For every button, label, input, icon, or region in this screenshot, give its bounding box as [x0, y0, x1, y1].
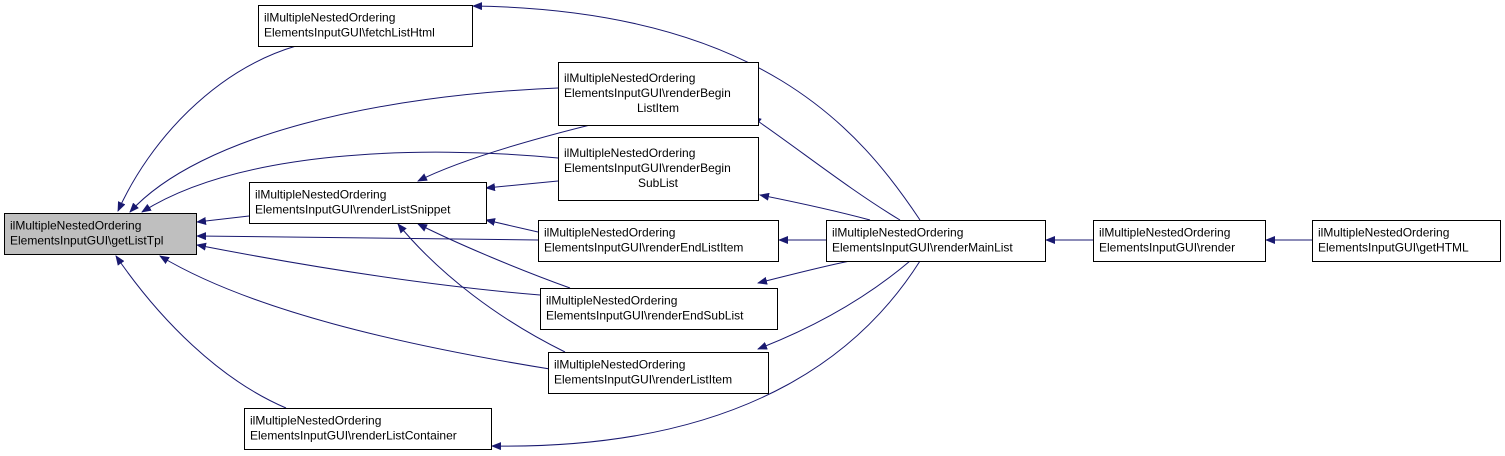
node-label-line: ilMultipleNestedOrdering	[564, 71, 695, 85]
edge-renderBeginSubList-to-renderListSnippet	[485, 180, 559, 192]
node-label-line: ElementsInputGUI\renderEndListItem	[544, 241, 743, 255]
node-label-line: ilMultipleNestedOrdering	[250, 414, 381, 428]
node-getHTML[interactable]: ilMultipleNestedOrderingElementsInputGUI…	[1312, 220, 1501, 262]
node-box	[1093, 220, 1266, 262]
node-label-line: ilMultipleNestedOrdering	[832, 226, 963, 240]
node-renderBeginListItem[interactable]: ilMultipleNestedOrderingElementsInputGUI…	[558, 62, 759, 126]
edge-renderListItem-to-renderListSnippet	[397, 223, 566, 353]
node-box	[548, 352, 769, 394]
edge-renderMainList-to-renderListContainer	[491, 260, 921, 451]
node-getListTpl[interactable]: ilMultipleNestedOrderingElementsInputGUI…	[4, 213, 197, 255]
node-fetchListHtml[interactable]: ilMultipleNestedOrderingElementsInputGUI…	[258, 5, 473, 47]
node-label-line: ElementsInputGUI\renderListContainer	[250, 429, 457, 443]
node-box	[1312, 220, 1501, 262]
node-box	[249, 182, 487, 224]
edge-renderEndListItem-to-getListTpl	[196, 232, 539, 241]
node-label-line: ilMultipleNestedOrdering	[1318, 226, 1449, 240]
node-label-line: ilMultipleNestedOrdering	[554, 358, 685, 372]
edge-renderEndSubList-to-getListTpl	[196, 242, 541, 296]
node-box	[558, 137, 759, 201]
edge-renderBeginListItem-to-renderListSnippet	[417, 124, 591, 182]
node-label-line: SubList	[638, 176, 679, 190]
edge-renderListSnippet-to-getListTpl	[196, 215, 250, 225]
node-label-line: ilMultipleNestedOrdering	[546, 294, 677, 308]
node-label-line: ElementsInputGUI\renderListSnippet	[255, 203, 451, 217]
node-label-line: ilMultipleNestedOrdering	[1099, 226, 1230, 240]
node-label-line: ElementsInputGUI\renderEndSubList	[546, 309, 744, 323]
node-renderEndSubList[interactable]: ilMultipleNestedOrderingElementsInputGUI…	[540, 288, 778, 330]
edge-renderMainList-to-renderBeginListItem	[751, 116, 901, 221]
nodes-layer: ilMultipleNestedOrderingElementsInputGUI…	[4, 5, 1501, 450]
node-label-line: ilMultipleNestedOrdering	[564, 146, 695, 160]
edge-renderEndListItem-to-renderListSnippet	[485, 218, 539, 233]
edge-renderMainList-to-renderEndSubList	[757, 260, 851, 285]
edge-renderMainList-to-fetchListHtml	[472, 2, 921, 221]
node-box	[244, 408, 492, 450]
node-label-line: ElementsInputGUI\getHTML	[1318, 241, 1469, 255]
edge-renderBeginListItem-to-getListTpl	[129, 87, 559, 213]
node-label-line: ElementsInputGUI\renderBegin	[564, 86, 731, 100]
node-renderListSnippet[interactable]: ilMultipleNestedOrderingElementsInputGUI…	[249, 182, 487, 224]
node-label-line: ElementsInputGUI\getListTpl	[10, 234, 163, 248]
node-renderEndListItem[interactable]: ilMultipleNestedOrderingElementsInputGUI…	[538, 220, 779, 262]
node-box	[826, 220, 1046, 262]
edge-renderBeginSubList-to-getListTpl	[141, 151, 559, 213]
node-box	[258, 5, 473, 47]
node-box	[558, 62, 759, 126]
node-label-line: ElementsInputGUI\fetchListHtml	[264, 26, 435, 40]
node-renderMainList[interactable]: ilMultipleNestedOrderingElementsInputGUI…	[826, 220, 1046, 262]
node-box	[4, 213, 197, 255]
edge-renderListItem-to-getListTpl	[159, 255, 557, 371]
node-label-line: ilMultipleNestedOrdering	[544, 226, 675, 240]
edge-fetchListHtml-to-getListTpl	[117, 45, 297, 212]
node-label-line: ElementsInputGUI\renderListItem	[554, 373, 732, 387]
edge-renderEndSubList-to-renderListSnippet	[417, 223, 571, 289]
node-label-line: ElementsInputGUI\renderMainList	[832, 241, 1013, 255]
node-box	[540, 288, 778, 330]
node-renderListContainer[interactable]: ilMultipleNestedOrderingElementsInputGUI…	[244, 408, 492, 450]
edge-renderListContainer-to-getListTpl	[115, 255, 287, 409]
node-label-line: ilMultipleNestedOrdering	[255, 188, 386, 202]
node-renderListItem[interactable]: ilMultipleNestedOrderingElementsInputGUI…	[548, 352, 769, 394]
edge-renderMainList-to-renderListItem	[757, 260, 911, 350]
node-label-line: ilMultipleNestedOrdering	[264, 11, 395, 25]
node-label-line: ilMultipleNestedOrdering	[10, 219, 141, 233]
node-label-line: ElementsInputGUI\renderBegin	[564, 161, 731, 175]
node-label-line: ListItem	[637, 101, 679, 115]
node-box	[538, 220, 779, 262]
edge-renderMainList-to-renderBeginSubList	[759, 192, 871, 221]
node-render[interactable]: ilMultipleNestedOrderingElementsInputGUI…	[1093, 220, 1266, 262]
node-label-line: ElementsInputGUI\render	[1099, 241, 1235, 255]
node-renderBeginSubList[interactable]: ilMultipleNestedOrderingElementsInputGUI…	[558, 137, 759, 201]
edges-layer	[115, 2, 1312, 451]
